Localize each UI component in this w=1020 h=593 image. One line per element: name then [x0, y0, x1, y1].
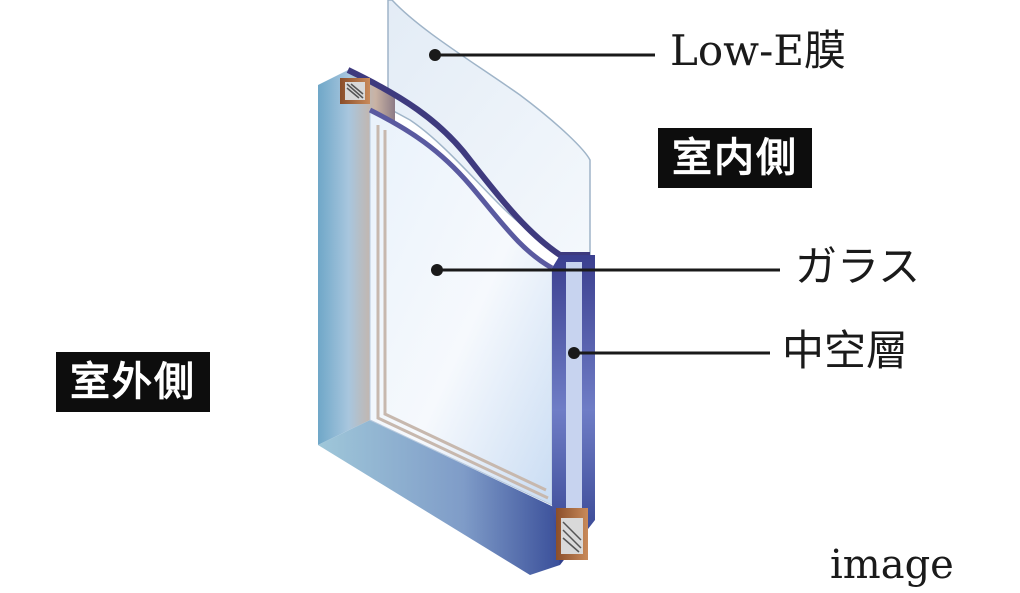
image-note: image [830, 542, 954, 588]
pane-top-edge-inner [368, 107, 554, 271]
spacer-block-top [340, 78, 370, 104]
low-e-film-label: Low-E膜 [670, 26, 846, 75]
air-layer-label: 中空層 [782, 326, 909, 375]
spacer-block-bottom [556, 508, 588, 560]
indoor-side-tag: 室内側 [658, 128, 812, 188]
low-e-film-pane [387, 0, 591, 256]
outdoor-side-tag: 室外側 [56, 352, 210, 412]
pane-top-edge [346, 67, 590, 258]
spacer-frame-outline [376, 125, 549, 500]
outer-glass-bottom-edge [318, 420, 560, 575]
air-layer-gap [566, 262, 582, 520]
leader-air-layer [568, 347, 770, 359]
glass-label: ガラス [795, 242, 921, 291]
leader-glass [431, 264, 780, 276]
leader-low-e [429, 49, 655, 61]
